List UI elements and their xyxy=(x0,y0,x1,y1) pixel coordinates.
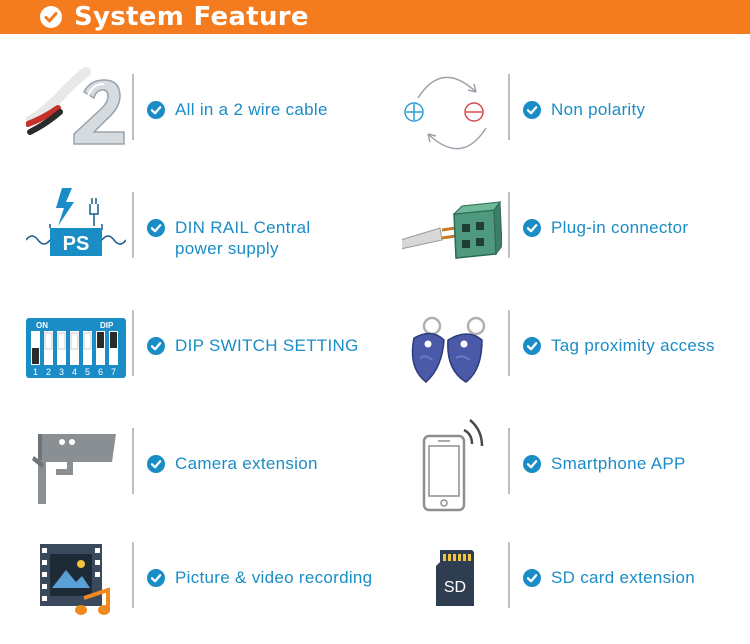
feature-sd-card: SD SD card extension xyxy=(402,530,750,630)
dip-number: 3 xyxy=(59,367,64,377)
divider xyxy=(508,542,510,608)
feature-label: DIP SWITCH SETTING xyxy=(175,336,359,355)
feature-label: Tag proximity access xyxy=(551,336,715,355)
feature-label: Non polarity xyxy=(551,100,646,119)
check-icon xyxy=(147,337,165,355)
feature-label: DIN RAIL Central xyxy=(175,218,311,237)
check-icon xyxy=(147,569,165,587)
feature-tag-proximity: Tag proximity access xyxy=(402,298,750,398)
check-icon xyxy=(147,101,165,119)
power-supply-icon: PS xyxy=(25,180,127,280)
check-icon xyxy=(523,219,541,237)
feature-dip-switch: ON DIP 1 2 3 4 5 6 7 DIP SWITCH SETTING xyxy=(26,298,396,398)
divider xyxy=(132,192,134,258)
plug-in-connector-icon xyxy=(393,180,503,280)
dip-number: 2 xyxy=(46,367,51,377)
dip-number: 1 xyxy=(33,367,38,377)
feature-smartphone-app: Smartphone APP xyxy=(402,416,750,516)
check-icon xyxy=(147,219,165,237)
feature-label: SD card extension xyxy=(551,568,696,587)
dip-on-label: ON xyxy=(36,321,48,330)
smartphone-icon xyxy=(402,416,502,516)
video-recording-icon xyxy=(26,530,126,630)
feature-label: Smartphone APP xyxy=(551,454,686,473)
divider xyxy=(132,74,134,140)
divider xyxy=(508,192,510,258)
rfid-tag-icon xyxy=(402,298,502,398)
dip-switch-icon: ON DIP 1 2 3 4 5 6 7 xyxy=(26,298,126,398)
feature-video-recording: Picture & video recording xyxy=(26,530,396,630)
divider xyxy=(508,310,510,376)
dip-number: 7 xyxy=(111,367,116,377)
dip-number: 4 xyxy=(72,367,77,377)
divider xyxy=(132,428,134,494)
divider xyxy=(132,310,134,376)
feature-camera-extension: Camera extension xyxy=(26,416,396,516)
page-title: System Feature xyxy=(74,2,309,32)
feature-plug-in-connector: Plug-in connector xyxy=(393,180,750,280)
check-icon xyxy=(523,337,541,355)
feature-two-wire-cable: All in a 2 wire cable xyxy=(23,62,396,162)
non-polarity-icon xyxy=(402,62,502,162)
divider xyxy=(132,542,134,608)
camera-icon xyxy=(26,416,126,516)
dip-label: DIP xyxy=(100,321,114,330)
check-icon xyxy=(147,455,165,473)
header-bar: System Feature xyxy=(0,0,750,34)
check-icon xyxy=(40,6,62,28)
divider xyxy=(508,428,510,494)
sd-badge: SD xyxy=(444,579,466,596)
feature-label: Plug-in connector xyxy=(551,218,689,237)
feature-power-supply: PS DIN RAIL Central power supply xyxy=(25,180,396,280)
feature-label: All in a 2 wire cable xyxy=(175,100,328,119)
feature-label: Picture & video recording xyxy=(175,568,373,587)
check-icon xyxy=(523,101,541,119)
feature-label-line2: power supply xyxy=(175,239,279,258)
dip-number: 6 xyxy=(98,367,103,377)
check-icon xyxy=(523,455,541,473)
check-icon xyxy=(523,569,541,587)
sd-card-icon: SD xyxy=(402,530,502,630)
ps-badge: PS xyxy=(63,233,90,255)
feature-non-polarity: Non polarity xyxy=(402,62,750,162)
dip-number: 5 xyxy=(85,367,90,377)
divider xyxy=(508,74,510,140)
feature-label: Camera extension xyxy=(175,454,318,473)
two-wire-cable-icon xyxy=(23,62,126,162)
